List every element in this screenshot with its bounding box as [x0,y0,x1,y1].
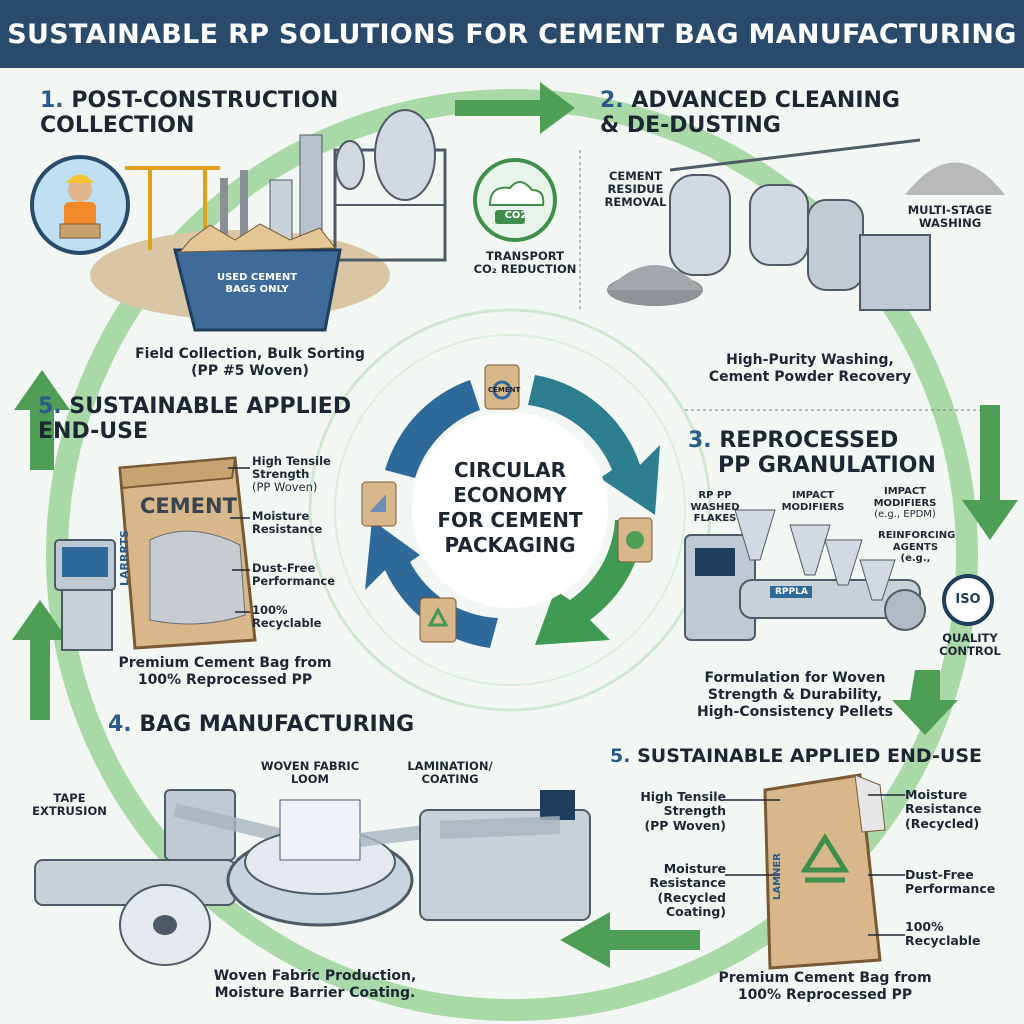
right-bag-side-text: LAMNER [772,853,783,900]
step-3-title-line-2: PP GRANULATION [718,453,936,479]
step-3-title: 3. REPROCESSED PP GRANULATION [688,428,936,479]
cement-bag-left [118,456,257,650]
leader-line [228,467,250,613]
input-flakes-label: RP PP WASHED FLAKES [690,490,740,524]
right-feature-dustfree: Dust-Free Performance [905,867,996,897]
diagram-canvas [12,82,1018,1021]
left-bag-side-text: LARRRTS [118,530,131,586]
lamination-machine [419,790,591,921]
step-1-caption: Field Collection, Bulk Sorting (PP #5 Wo… [135,346,365,380]
co2-transport-badge [473,158,557,242]
step-4-caption: Woven Fabric Production, Moisture Barrie… [213,968,417,1002]
dumpster-label: USED CEMENT BAGS ONLY [216,272,298,295]
arrow-enduse-to-collection [14,370,70,470]
iso-badge-text: ISO [955,592,981,607]
step-2-title-line-1: ADVANCED CLEANING [631,88,900,113]
washing-label: MULTI-STAGE WASHING [907,203,993,231]
step-5-right-caption: Premium Cement Bag from 100% Reprocessed… [718,970,932,1004]
washing-plant [669,138,931,311]
arrow-granulation-to-enduse [892,670,958,735]
step-2-title: 2. ADVANCED CLEANING & DE-DUSTING [600,88,900,139]
circular-loom [226,799,441,927]
step-1-number: 1. [40,88,64,113]
step-2-number: 2. [600,88,624,113]
left-feature-tensile: High Tensile Strength (PP Woven) [252,454,331,495]
step-5-right-title: 5. SUSTAINABLE APPLIED END-USE [610,745,982,767]
iso-badge [942,574,994,626]
step-5-left-number: 5. [38,394,62,419]
left-feature-recyclable: 100% Recyclable [252,603,322,631]
powder-pile [905,162,1005,195]
inner-bag-left [361,481,397,527]
arrow-manufacturing-to-enduse [12,600,68,720]
step-4-title-text: BAG MANUFACTURING [139,712,415,737]
kiosk-terminal [54,539,116,651]
extruder [684,509,926,641]
extruder-label: RPPLA [775,587,808,597]
page-title-banner: SUSTAINABLE RP SOLUTIONS FOR CEMENT BAG … [0,0,1024,68]
residue-label: CEMENT RESIDUE REMOVAL [604,169,667,210]
step-1-title: 1. POST-CONSTRUCTION COLLECTION [40,88,338,139]
step-5-left-title: 5. SUSTAINABLE APPLIED END-USE [38,394,351,445]
right-feature-moisture-coating: Moisture Resistance (Recycled Coating) [649,861,726,920]
arrow-enduse-to-manufacturing [560,912,700,968]
left-bag-label: CEMENT [140,494,237,518]
left-feature-dustfree: Dust-Free Performance [252,561,336,589]
inner-bag-bottom [419,597,457,643]
input-reinforcing-label: REINFORCING AGENTS (e.g., [878,530,956,564]
right-feature-moisture-recycled: Moisture Resistance (Recycled) [905,787,982,831]
inner-bag-top [484,364,520,410]
inner-bag-label: CEMENT [488,386,521,394]
step-1-title-line-1: POST-CONSTRUCTION [71,88,339,113]
halo-ring [308,308,712,712]
tape-extrusion-label: TAPE EXTRUSION [32,791,107,819]
inner-cycle [365,375,660,648]
inner-bag-right [617,517,653,563]
cement-pile [607,265,703,306]
left-feature-moisture: Moisture Resistance [252,509,323,537]
step-5-left-title-line-2: END-USE [38,419,148,445]
right-feature-recyclable: 100% Recyclable [905,919,981,949]
worker-avatar [30,155,130,255]
step-4-title: 4. BAG MANUFACTURING [108,712,414,737]
input-impact-label: IMPACT MODIFIERS [781,490,845,513]
input-impact-epdm-label: IMPACT MODIFIERS (e.g., EPDM) [873,486,937,520]
step-5-left-title-line-1: SUSTAINABLE APPLIED [69,394,352,419]
halo-ring [334,334,686,686]
arrow-cleaning-to-granulation [962,405,1018,540]
loom-label: WOVEN FABRIC LOOM [260,759,360,787]
step-2-caption: High-Purity Washing, Cement Powder Recov… [708,352,912,386]
step-3-number: 3. [688,428,712,453]
co2-badge-text: CO2 [504,210,528,221]
step-4-number: 4. [108,712,132,737]
circular-economy-title: CIRCULAR ECONOMY FOR CEMENT PACKAGING [437,458,583,557]
quality-control-label: QUALITY CONTROL [939,631,1001,659]
arrow-collection-to-cleaning [455,82,575,134]
step-3-title-line-1: REPROCESSED [719,428,899,453]
lamination-label: LAMINATION/ COATING [407,759,493,787]
page-title: SUSTAINABLE RP SOLUTIONS FOR CEMENT BAG … [7,18,1017,50]
right-feature-tensile: High Tensile Strength (PP Woven) [640,789,726,833]
step-2-title-line-2: & DE-DUSTING [600,113,781,139]
step-5-right-number: 5. [610,745,631,767]
transport-label: TRANSPORT CO₂ REDUCTION [473,249,577,277]
leader-line [725,794,905,936]
step-5-left-caption: Premium Cement Bag from 100% Reprocessed… [118,655,332,689]
step-5-right-title-text: SUSTAINABLE APPLIED END-USE [637,745,983,767]
cement-bag-right [763,773,886,970]
step-3-caption: Formulation for Woven Strength & Durabil… [697,670,893,721]
step-1-title-line-2: COLLECTION [40,113,195,139]
dumpster [173,223,342,332]
